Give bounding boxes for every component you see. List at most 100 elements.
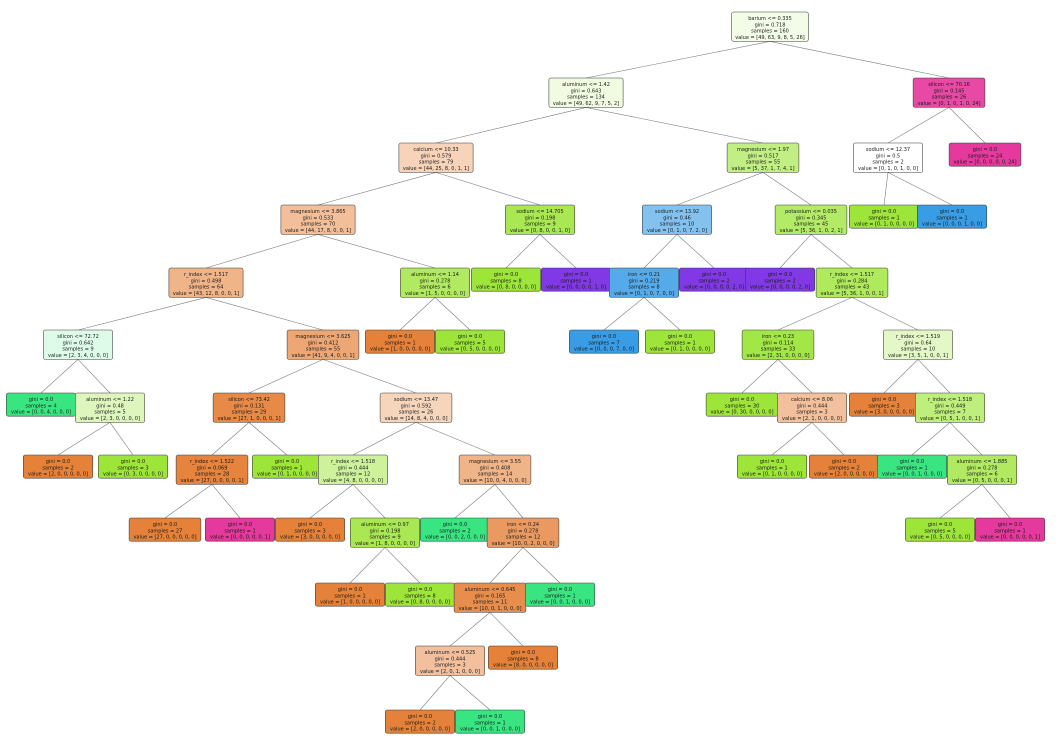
tree-node-box bbox=[318, 454, 388, 485]
tree-node-label: gini = 0.198 bbox=[370, 528, 401, 534]
tree-node-label: value = [0, 1, 0, 7, 2, 0] bbox=[647, 228, 707, 234]
tree-node-label: value = [3, 0, 0, 0, 0, 0] bbox=[280, 535, 340, 541]
tree-edge bbox=[317, 234, 436, 269]
tree-edge bbox=[454, 484, 496, 519]
tree-edge bbox=[435, 172, 541, 206]
tree-node-label: gini = 0.0 bbox=[768, 272, 792, 278]
tree-node-label: r_index <= 1.519 bbox=[896, 334, 940, 340]
tree-node-label: samples = 79 bbox=[419, 160, 454, 166]
tree-node-label: samples = 5 bbox=[454, 340, 485, 346]
tree-node-label: gini = 0.0 bbox=[872, 209, 896, 215]
tree-node-label: samples = 33 bbox=[761, 347, 796, 353]
tree-node-box bbox=[737, 454, 807, 479]
tree-node-box bbox=[525, 582, 595, 607]
tree-node-label: samples = 3 bbox=[117, 465, 148, 471]
tree-node-label: value = [0, 5, 1, 0, 0, 1] bbox=[920, 416, 980, 422]
tree-node-box bbox=[948, 142, 1022, 167]
tree-node-label: value = [0, 5, 0, 0, 0, 0] bbox=[910, 535, 970, 541]
tree-node-label: gini = 0.114 bbox=[763, 340, 794, 346]
tree-node-label: value = [5, 36, 1, 0, 2, 1] bbox=[779, 228, 842, 234]
tree-edge bbox=[539, 234, 577, 269]
tree-edge bbox=[434, 297, 471, 331]
tree-node-label: magnesium <= 1.97 bbox=[737, 147, 789, 153]
tree-node-label: magnesium <= 3.865 bbox=[290, 209, 345, 215]
tree-edge bbox=[777, 359, 813, 394]
tree-node-label: value = [0, 0, 0, 0, 0, 24] bbox=[953, 160, 1016, 166]
tree-node-label: gini = 0.533 bbox=[303, 215, 334, 221]
tree-node-label: value = [1, 5, 0, 0, 0, 0] bbox=[405, 291, 465, 297]
tree-node-label: r_index <= 1.522 bbox=[190, 459, 234, 465]
tree-node-label: silicon <= 70.16 bbox=[928, 82, 970, 88]
tree-node-label: value = [0, 0, 0, 1, 0, 0] bbox=[922, 222, 982, 228]
tree-node-label: value = [2, 3, 4, 0, 0, 0] bbox=[48, 353, 108, 359]
tree-node-label: samples = 1 bbox=[474, 720, 505, 726]
tree-edge bbox=[676, 234, 715, 269]
tree-node-label: gini = 0.278 bbox=[420, 278, 451, 284]
tree-node-label: potassium <= 0.035 bbox=[785, 209, 837, 215]
tree-node-label: value = [3, 5, 1, 0, 0, 1] bbox=[888, 353, 948, 359]
tree-node-label: value = [49, 63, 9, 8, 5, 26] bbox=[735, 35, 805, 41]
tree-node-label: samples = 27 bbox=[148, 528, 183, 534]
tree-node-box bbox=[398, 142, 474, 173]
tree-node-label: gini = 0.408 bbox=[480, 465, 511, 471]
tree-node-label: r_index <= 1.517 bbox=[184, 272, 228, 278]
tree-edge bbox=[352, 422, 417, 456]
tree-node-label: gini = 0.0 bbox=[275, 459, 299, 465]
tree-node-label: gini = 0.0 bbox=[228, 522, 252, 528]
tree-node-box bbox=[609, 267, 679, 298]
tree-node-label: samples = 160 bbox=[751, 29, 789, 35]
tree-node-box bbox=[731, 11, 809, 42]
tree-node-label: samples = 3 bbox=[868, 403, 899, 409]
tree-edge bbox=[777, 297, 853, 331]
tree-node-label: samples = 134 bbox=[567, 95, 605, 101]
tree-node-label: barium <= 0.335 bbox=[748, 16, 792, 22]
tree-edge bbox=[643, 234, 678, 269]
tree-node-label: value = [3, 0, 0, 0, 0, 0] bbox=[854, 410, 914, 416]
tree-node-label: samples = 55 bbox=[746, 160, 781, 166]
tree-edge bbox=[205, 297, 324, 331]
tree-edge bbox=[911, 422, 951, 456]
tree-node-label: value = [0, 0, 1, 0, 0, 0] bbox=[460, 727, 520, 733]
tree-node-label: gini = 0.412 bbox=[308, 340, 339, 346]
tree-node-label: value = [0, 1, 0, 0, 0, 0] bbox=[854, 222, 914, 228]
tree-node-label: samples = 3 bbox=[796, 410, 827, 416]
tree-node-label: value = [2, 0, 0, 0, 0, 0] bbox=[814, 472, 874, 478]
tree-node-label: gini = 0.0 bbox=[443, 522, 467, 528]
tree-node-label: gini = 0.0 bbox=[408, 714, 432, 720]
tree-edge bbox=[352, 484, 386, 519]
tree-node-box bbox=[205, 517, 275, 542]
tree-node-label: gini = 0.0 bbox=[548, 587, 572, 593]
tree-node-label: samples = 70 bbox=[301, 222, 336, 228]
tree-node-label: value = [2, 3, 0, 0, 0, 0] bbox=[80, 416, 140, 422]
tree-node-label: samples = 10 bbox=[901, 347, 936, 353]
tree-node-box bbox=[917, 204, 987, 229]
tree-node-label: gini = 0.0 bbox=[153, 522, 177, 528]
tree-edge bbox=[309, 484, 354, 519]
tree-node-label: value = [2, 0, 1, 0, 0, 0] bbox=[420, 669, 480, 675]
tree-node-label: samples = 2 bbox=[828, 465, 859, 471]
tree-node-box bbox=[175, 454, 249, 485]
tree-node-label: aluminum <= 0.645 bbox=[465, 587, 516, 593]
tree-node-label: value = [0, 8, 0, 0, 1, 0] bbox=[510, 228, 570, 234]
tree-node-label: value = [0, 1, 0, 1, 0, 0] bbox=[858, 166, 918, 172]
tree-edge bbox=[522, 547, 561, 584]
tree-node-box bbox=[947, 454, 1017, 485]
